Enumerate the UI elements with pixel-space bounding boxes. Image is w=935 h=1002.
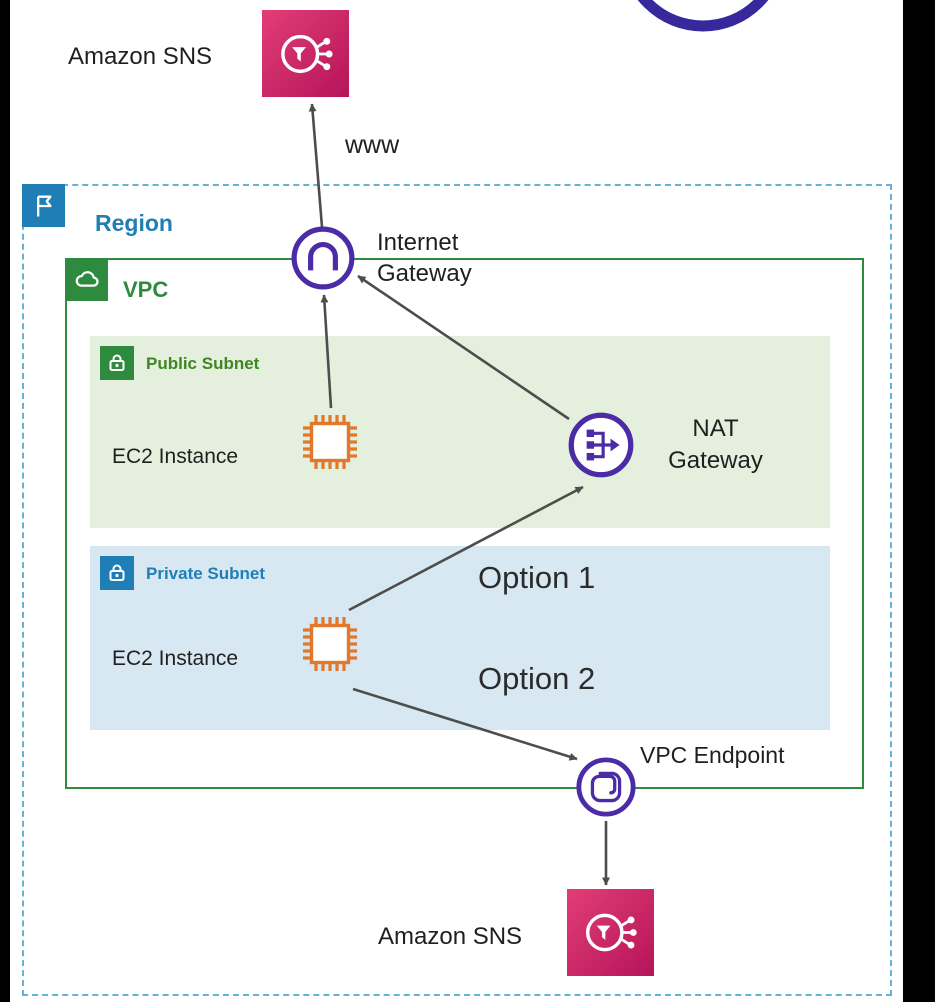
internet-gateway-label: Internet Gateway: [377, 227, 472, 289]
ec2-instance-public-label: EC2 Instance: [112, 445, 239, 468]
amazon-sns-bottom-label: Amazon SNS: [378, 923, 523, 950]
internet-gateway-label-line1: Internet: [377, 229, 459, 256]
nat-gateway-label: NAT Gateway: [648, 413, 783, 477]
private-subnet-lock-icon: [100, 556, 134, 590]
nat-gateway-icon: [567, 411, 635, 479]
region-flag-icon: [22, 184, 65, 227]
private-subnet-label: Private Subnet: [146, 564, 266, 583]
public-subnet-label: Public Subnet: [146, 354, 260, 373]
vpc-cloud-icon: [65, 258, 108, 301]
public-subnet-lock-icon: [100, 346, 134, 380]
region-boundary: [22, 184, 892, 996]
vpc-endpoint-label: VPC Endpoint: [640, 742, 785, 768]
partial-circle-decoration: [637, 0, 769, 32]
amazon-sns-top-label: Amazon SNS: [68, 43, 213, 70]
option2-label: Option 2: [478, 661, 596, 696]
ec2-instance-private-label: EC2 Instance: [112, 647, 239, 670]
amazon-sns-top-icon: [262, 10, 349, 97]
internet-gateway-icon: [290, 225, 356, 291]
nat-gateway-label-line2: Gateway: [668, 447, 763, 474]
www-label: www: [345, 131, 400, 159]
left-black-bar: [0, 0, 10, 1002]
vpc-endpoint-icon: [575, 756, 637, 818]
internet-gateway-label-line2: Gateway: [377, 260, 472, 287]
nat-gateway-label-line1: NAT: [692, 415, 739, 442]
option1-label: Option 1: [478, 560, 596, 595]
right-black-bar: [903, 0, 935, 1002]
ec2-instance-private-icon: [298, 612, 362, 676]
vpc-label: VPC: [123, 277, 169, 302]
ec2-instance-public-icon: [298, 410, 362, 474]
region-label: Region: [95, 210, 173, 236]
amazon-sns-bottom-icon: [567, 889, 654, 976]
